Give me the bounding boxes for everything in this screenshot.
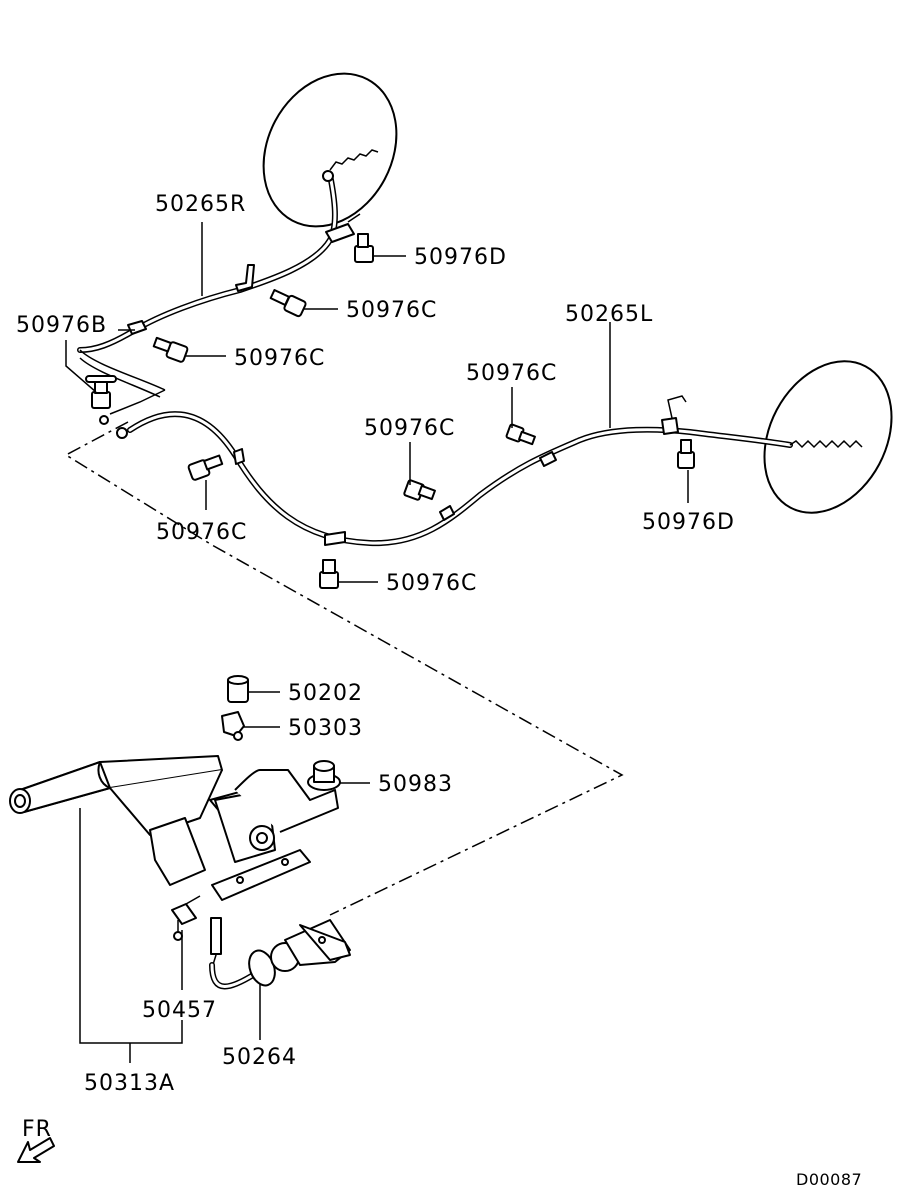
reference-line-cables bbox=[64, 421, 624, 916]
label-50976c-4: 50976C bbox=[364, 416, 455, 441]
label-50264: 50264 bbox=[222, 1045, 297, 1070]
direction-label: FR bbox=[22, 1117, 52, 1142]
left-brake-drum-outline bbox=[763, 360, 893, 514]
bolt-50976c-left-3 bbox=[187, 454, 224, 481]
label-50976c-5: 50976C bbox=[156, 520, 247, 545]
bolt-50976c-right-upper bbox=[269, 288, 307, 318]
label-50265r: 50265R bbox=[155, 192, 246, 217]
bolt-50976d-right bbox=[354, 233, 374, 263]
leader-lines bbox=[65, 222, 689, 1063]
label-50457: 50457 bbox=[142, 998, 217, 1023]
label-50976c-6: 50976C bbox=[386, 571, 477, 596]
clip-50303 bbox=[221, 711, 245, 741]
bolt-50976c-left-2 bbox=[403, 479, 436, 501]
rear-cable-left bbox=[116, 395, 863, 547]
label-50202: 50202 bbox=[288, 681, 363, 706]
label-50313a: 50313A bbox=[84, 1071, 175, 1096]
nut-50983 bbox=[307, 760, 341, 791]
diagram-code: D00087 bbox=[796, 1170, 862, 1187]
bolt-50976c-right-lower bbox=[152, 336, 189, 363]
front-direction-arrow-icon bbox=[17, 1137, 55, 1163]
label-50976c-2: 50976C bbox=[234, 346, 325, 371]
bolt-50976c-left-4 bbox=[319, 559, 339, 589]
label-50976b: 50976B bbox=[16, 313, 107, 338]
front-cable-50264 bbox=[209, 917, 351, 990]
label-50976c-1: 50976C bbox=[346, 298, 437, 323]
switch-50457 bbox=[171, 895, 201, 941]
label-50303: 50303 bbox=[288, 716, 363, 741]
parking-brake-lever-50313a bbox=[9, 755, 339, 901]
rear-cable-right bbox=[77, 149, 379, 425]
label-50265l: 50265L bbox=[565, 302, 653, 327]
label-50976d-2: 50976D bbox=[642, 510, 735, 535]
label-50983: 50983 bbox=[378, 772, 453, 797]
bolt-50976c-left-1 bbox=[505, 423, 536, 446]
part-labels: 50265R 50265L 50976B 50976C 50976C 50976… bbox=[16, 192, 862, 1187]
label-50976c-3: 50976C bbox=[466, 361, 557, 386]
label-50976d-1: 50976D bbox=[414, 245, 507, 270]
cap-50202 bbox=[227, 675, 249, 703]
bolt-50976b bbox=[85, 375, 117, 409]
right-brake-drum-outline bbox=[262, 72, 398, 228]
bolt-50976d-left bbox=[677, 439, 695, 469]
